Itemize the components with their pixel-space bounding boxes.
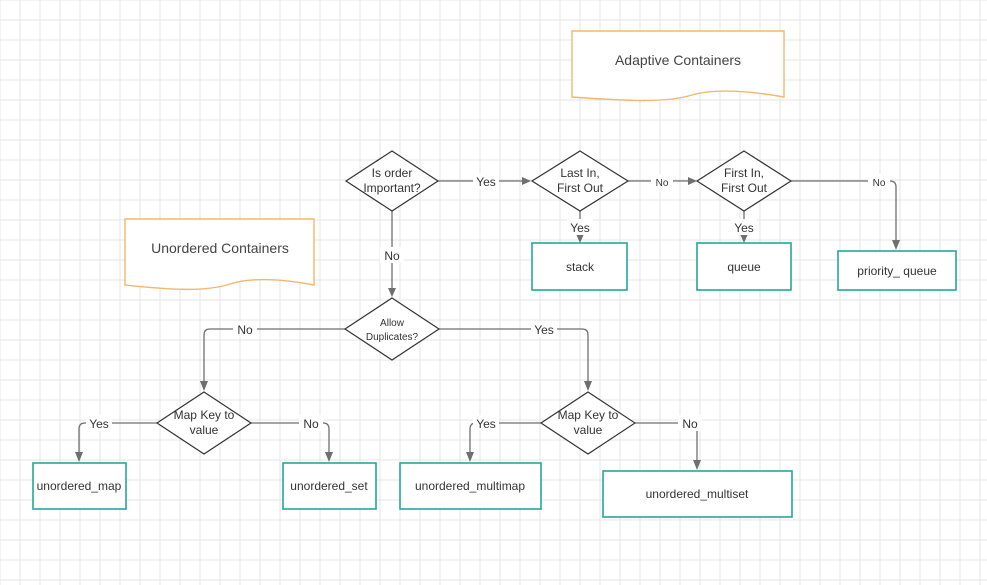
note-adaptive-title: Adaptive Containers xyxy=(615,52,741,68)
diamond-shape xyxy=(695,150,793,212)
edge-label-fifo-yes: Yes xyxy=(734,221,754,235)
decision-map-key-right[interactable]: Map Key to value xyxy=(539,391,637,455)
edge-label-dup-no: No xyxy=(237,323,253,337)
diamond-shape xyxy=(344,150,440,212)
arrow-head xyxy=(688,177,697,185)
diamond-shape xyxy=(530,150,630,212)
edge-label-mapr-no: No xyxy=(682,417,698,431)
edge-labels: Yes No No Yes Yes No No Yes Yes No Yes N… xyxy=(86,173,890,431)
container-box xyxy=(32,462,127,510)
note-adaptive-containers[interactable]: Adaptive Containers xyxy=(571,30,785,102)
edge-label-fifo-no: No xyxy=(873,178,886,189)
decision-text-line-1: First In, xyxy=(724,166,764,180)
container-unordered-map[interactable]: unordered_map xyxy=(32,462,127,510)
container-box xyxy=(602,470,793,518)
container-stack[interactable]: stack xyxy=(531,242,628,291)
arrow-head xyxy=(466,452,474,462)
arrow-head xyxy=(693,460,701,470)
arrow-head xyxy=(576,234,584,243)
container-unordered-set[interactable]: unordered_set xyxy=(282,462,377,510)
edge-mapl-no xyxy=(251,422,330,452)
container-priority-queue[interactable]: priority_ queue xyxy=(837,250,957,291)
container-label: priority_ queue xyxy=(857,264,937,278)
arrow-head xyxy=(740,234,748,243)
decision-text-line-2: First Out xyxy=(557,181,604,195)
edge-label-order-yes: Yes xyxy=(476,175,496,189)
decision-text-line-1: Map Key to xyxy=(174,408,235,422)
note-shape xyxy=(124,218,315,291)
diamond-shape xyxy=(155,391,253,455)
container-unordered-multimap[interactable]: unordered_multimap xyxy=(399,462,542,510)
decision-order-important[interactable]: Is order Important? xyxy=(344,150,440,212)
decision-allow-duplicates[interactable]: Allow Duplicates? xyxy=(343,297,441,361)
arrow-head xyxy=(325,452,333,462)
edge-label-mapr-yes: Yes xyxy=(476,417,496,431)
container-box xyxy=(282,462,377,510)
note-unordered-containers[interactable]: Unordered Containers xyxy=(124,218,315,291)
decision-text-line-2: value xyxy=(190,423,219,437)
edge-fifo-no xyxy=(791,180,897,240)
container-label: unordered_multimap xyxy=(415,479,525,493)
decision-text-line-2: Important? xyxy=(363,181,421,195)
arrow-head xyxy=(522,177,531,185)
arrow-head xyxy=(75,452,83,462)
container-label: unordered_set xyxy=(290,479,368,493)
edge-label-order-no: No xyxy=(384,249,400,263)
edge-label-mapl-yes: Yes xyxy=(89,417,109,431)
edge-label-dup-yes: Yes xyxy=(534,323,554,337)
decision-text-line-2: value xyxy=(574,423,603,437)
container-box xyxy=(399,462,542,510)
decision-text-line-1: Is order xyxy=(372,166,413,180)
arrow-head xyxy=(388,288,396,297)
container-label: unordered_map xyxy=(37,479,122,493)
diamond-shape xyxy=(539,391,637,455)
decision-text-line-1: Map Key to xyxy=(558,408,619,422)
decision-map-key-left[interactable]: Map Key to value xyxy=(155,391,253,455)
container-box xyxy=(531,242,628,291)
decision-text-line-2: Duplicates? xyxy=(366,332,419,343)
container-label: unordered_multiset xyxy=(646,487,749,501)
decision-fifo[interactable]: First In, First Out xyxy=(695,150,793,212)
note-shape xyxy=(571,30,785,102)
edge-label-lifo-no: No xyxy=(656,178,669,189)
arrow-head xyxy=(200,381,208,391)
decision-text-line-1: Last In, xyxy=(560,166,599,180)
container-label: stack xyxy=(566,260,595,274)
container-box xyxy=(837,250,957,291)
edge-dup-yes xyxy=(439,328,589,381)
container-unordered-multiset[interactable]: unordered_multiset xyxy=(602,470,793,518)
note-unordered-title: Unordered Containers xyxy=(151,240,289,256)
edge-mapl-yes xyxy=(78,422,157,452)
container-queue[interactable]: queue xyxy=(696,242,792,291)
arrow-head xyxy=(892,240,900,250)
edge-label-mapl-no: No xyxy=(303,417,319,431)
decision-lifo[interactable]: Last In, First Out xyxy=(530,150,630,212)
edge-dup-no xyxy=(203,328,345,381)
edge-label-lifo-yes: Yes xyxy=(570,221,590,235)
decision-text-line-2: First Out xyxy=(721,181,768,195)
diamond-shape xyxy=(343,297,441,361)
decision-text-line-1: Allow xyxy=(380,318,405,329)
arrow-head xyxy=(584,381,592,391)
container-label: queue xyxy=(727,260,761,274)
container-box xyxy=(696,242,792,291)
